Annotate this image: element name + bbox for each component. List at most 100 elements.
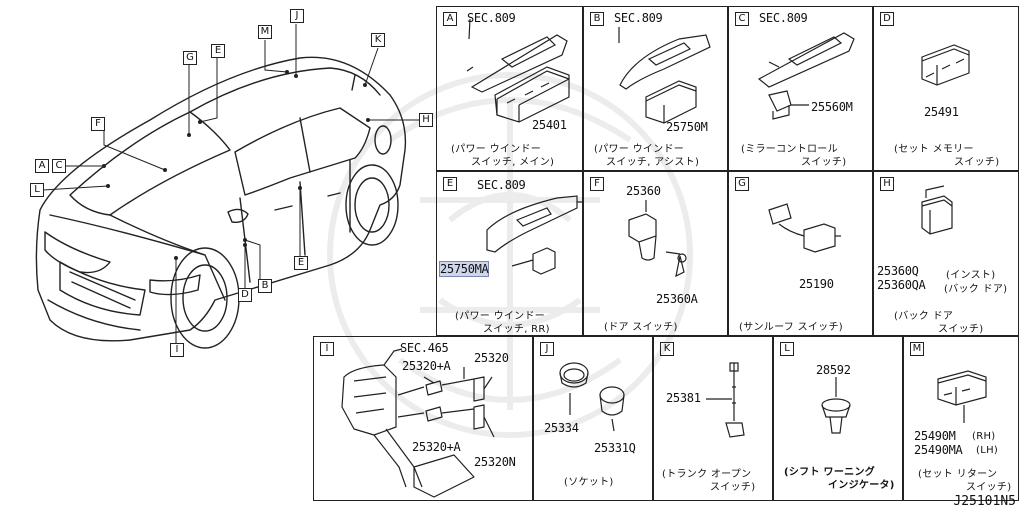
shift-indicator-icon — [821, 377, 851, 434]
caption-line2: スイッチ) — [954, 157, 1000, 168]
panel-letter: E — [443, 177, 457, 191]
sec-ref: SEC.809 — [759, 11, 808, 25]
callout-j[interactable]: J — [290, 9, 304, 23]
door-switch-icon — [628, 200, 687, 278]
caption-line1: (サンルーフ スイッチ) — [739, 322, 843, 333]
part-number-4: 25320N — [474, 455, 516, 469]
caption-line1: (ドア スイッチ) — [604, 322, 678, 333]
return-switch-icon — [937, 370, 987, 423]
part-number: 25334 — [544, 421, 579, 435]
sec-ref: SEC.809 — [614, 11, 663, 25]
callout-e-side[interactable]: E — [294, 256, 308, 270]
trunk-opener-switch-icon — [706, 362, 745, 438]
part-note-2: (バック ドア) — [944, 284, 1008, 295]
caption-line1: (トランク オープン — [662, 469, 752, 480]
callout-c[interactable]: C — [52, 159, 66, 173]
callout-l[interactable]: L — [30, 183, 44, 197]
part-number: 25360 — [626, 184, 661, 198]
callout-d[interactable]: D — [238, 288, 252, 302]
callout-f[interactable]: F — [91, 117, 105, 131]
caption-line2: スイッチ) — [966, 482, 1012, 493]
panel-letter: H — [880, 177, 894, 191]
sec-ref: SEC.465 — [400, 341, 449, 355]
pedal-assembly-icon — [341, 348, 495, 498]
panel-i: I SEC.465 25320+A 25320 25320+A 25320N — [313, 336, 533, 501]
panel-letter: M — [910, 342, 924, 356]
caption-line2: インジケータ) — [828, 480, 895, 491]
panel-letter: C — [735, 12, 749, 26]
panel-g: G 25190 (サンルーフ スイッチ) — [728, 171, 873, 336]
panel-letter: G — [735, 177, 749, 191]
panel-letter: F — [590, 177, 604, 191]
panel-f: F 25360 25360A (ドア スイッチ) — [583, 171, 728, 336]
part-number: 25750M — [666, 120, 708, 134]
callout-k[interactable]: K — [371, 33, 385, 47]
callout-i[interactable]: I — [170, 343, 184, 357]
part-number-2: 25360A — [656, 292, 698, 306]
assist-window-switch-icon — [618, 27, 711, 124]
caption-line2: スイッチ) — [938, 324, 984, 335]
main-window-switch-icon — [466, 18, 570, 123]
panel-letter: L — [780, 342, 794, 356]
panel-letter: B — [590, 12, 604, 26]
part-number-1: 25320+A — [402, 359, 451, 373]
panel-letter: K — [660, 342, 674, 356]
part-note: (RH) — [972, 431, 996, 442]
part-number: 25491 — [924, 105, 959, 119]
part-number: 25490M — [914, 429, 956, 443]
part-number-3: 25320+A — [412, 440, 461, 454]
caption-line1: (バック ドア — [894, 311, 954, 322]
part-number: 25190 — [799, 277, 834, 291]
panel-m: M 25490M (RH) 25490MA (LH) (セット リターン スイッ… — [903, 336, 1019, 501]
part-note: (インスト) — [946, 270, 996, 281]
caption-line1: (ミラーコントロール — [741, 144, 838, 155]
callout-g[interactable]: G — [183, 51, 197, 65]
sunroof-switch-icon — [768, 203, 841, 253]
panel-l: L 28592 (シフト ワーニング インジケータ) — [773, 336, 903, 501]
callout-a[interactable]: A — [35, 159, 49, 173]
panel-c: C SEC.809 25560M (ミラーコントロール スイッチ) — [728, 6, 873, 171]
panel-h: H 25360Q (インスト) 25360QA (バック ドア) (バック ドア… — [873, 171, 1019, 336]
back-door-switch-icon — [921, 185, 953, 235]
caption-line2: スイッチ) — [710, 482, 756, 493]
part-number: 25401 — [532, 118, 567, 132]
panel-j: J 25334 25331Q (ソケット) — [533, 336, 653, 501]
part-number-2: 25320 — [474, 351, 509, 365]
caption-line1: (セット メモリー — [894, 144, 974, 155]
panel-e: E SEC.809 25750MA (パワー ウインドー スイッチ, RR) — [436, 171, 583, 336]
part-number: 25360Q — [877, 264, 919, 278]
part-number-2: 25360QA — [877, 278, 926, 292]
caption-line1: (パワー ウインドー — [594, 144, 685, 155]
part-number: 25381 — [666, 391, 701, 405]
watermark-emblem — [327, 72, 693, 438]
part-number-2: 25331Q — [594, 441, 636, 455]
panel-d: D 25491 (セット メモリー スイッチ) — [873, 6, 1019, 171]
callout-e-top[interactable]: E — [211, 44, 225, 58]
caption-line2: スイッチ) — [801, 157, 847, 168]
caption-line2: スイッチ, アシスト) — [606, 157, 700, 168]
panel-letter: A — [443, 12, 457, 26]
part-note-2: (LH) — [976, 445, 999, 456]
part-number-highlighted[interactable]: 25750MA — [439, 261, 490, 277]
diagram-code: J25101N5 — [953, 494, 1016, 509]
socket-icon — [559, 362, 625, 432]
part-number-2: 25490MA — [914, 443, 963, 457]
callout-b[interactable]: B — [258, 279, 272, 293]
caption-line1: (パワー ウインドー — [455, 311, 546, 322]
rear-window-switch-icon — [486, 195, 583, 275]
sec-ref: SEC.809 — [467, 11, 516, 25]
panel-a: A SEC.809 25401 (パワー ウインドー スイッチ, メイン) — [436, 6, 583, 171]
panel-b: B SEC.809 25750M (パワー ウインドー スイッチ, アシスト) — [583, 6, 728, 171]
sec-ref: SEC.809 — [477, 178, 526, 192]
part-number: 28592 — [816, 363, 851, 377]
callout-m[interactable]: M — [258, 25, 272, 39]
caption-line2: スイッチ, メイン) — [471, 157, 555, 168]
caption-line2: スイッチ, RR) — [483, 324, 550, 335]
panel-letter: J — [540, 342, 554, 356]
caption-line1: (パワー ウインドー — [451, 144, 542, 155]
panel-letter: D — [880, 12, 894, 26]
callout-h[interactable]: H — [419, 113, 433, 127]
caption-line1: (ソケット) — [564, 477, 614, 488]
panel-letter: I — [320, 342, 334, 356]
memory-switch-icon — [921, 44, 970, 86]
